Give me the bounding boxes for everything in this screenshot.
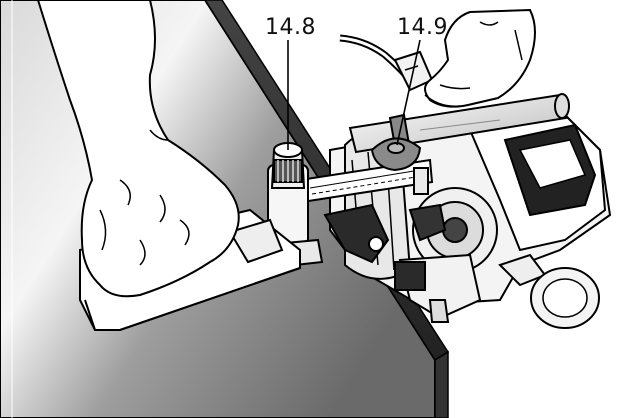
hand-icon bbox=[424, 8, 536, 108]
callout-label-14-8: 14.8 bbox=[265, 15, 316, 40]
hand-icon bbox=[36, 0, 301, 331]
power-cable-icon bbox=[339, 34, 434, 92]
router-tool-icon bbox=[323, 108, 612, 329]
leader-line-14-9 bbox=[396, 39, 421, 146]
callout-label-14-9: 14.9 bbox=[397, 15, 448, 40]
callout-leaders bbox=[287, 39, 421, 150]
